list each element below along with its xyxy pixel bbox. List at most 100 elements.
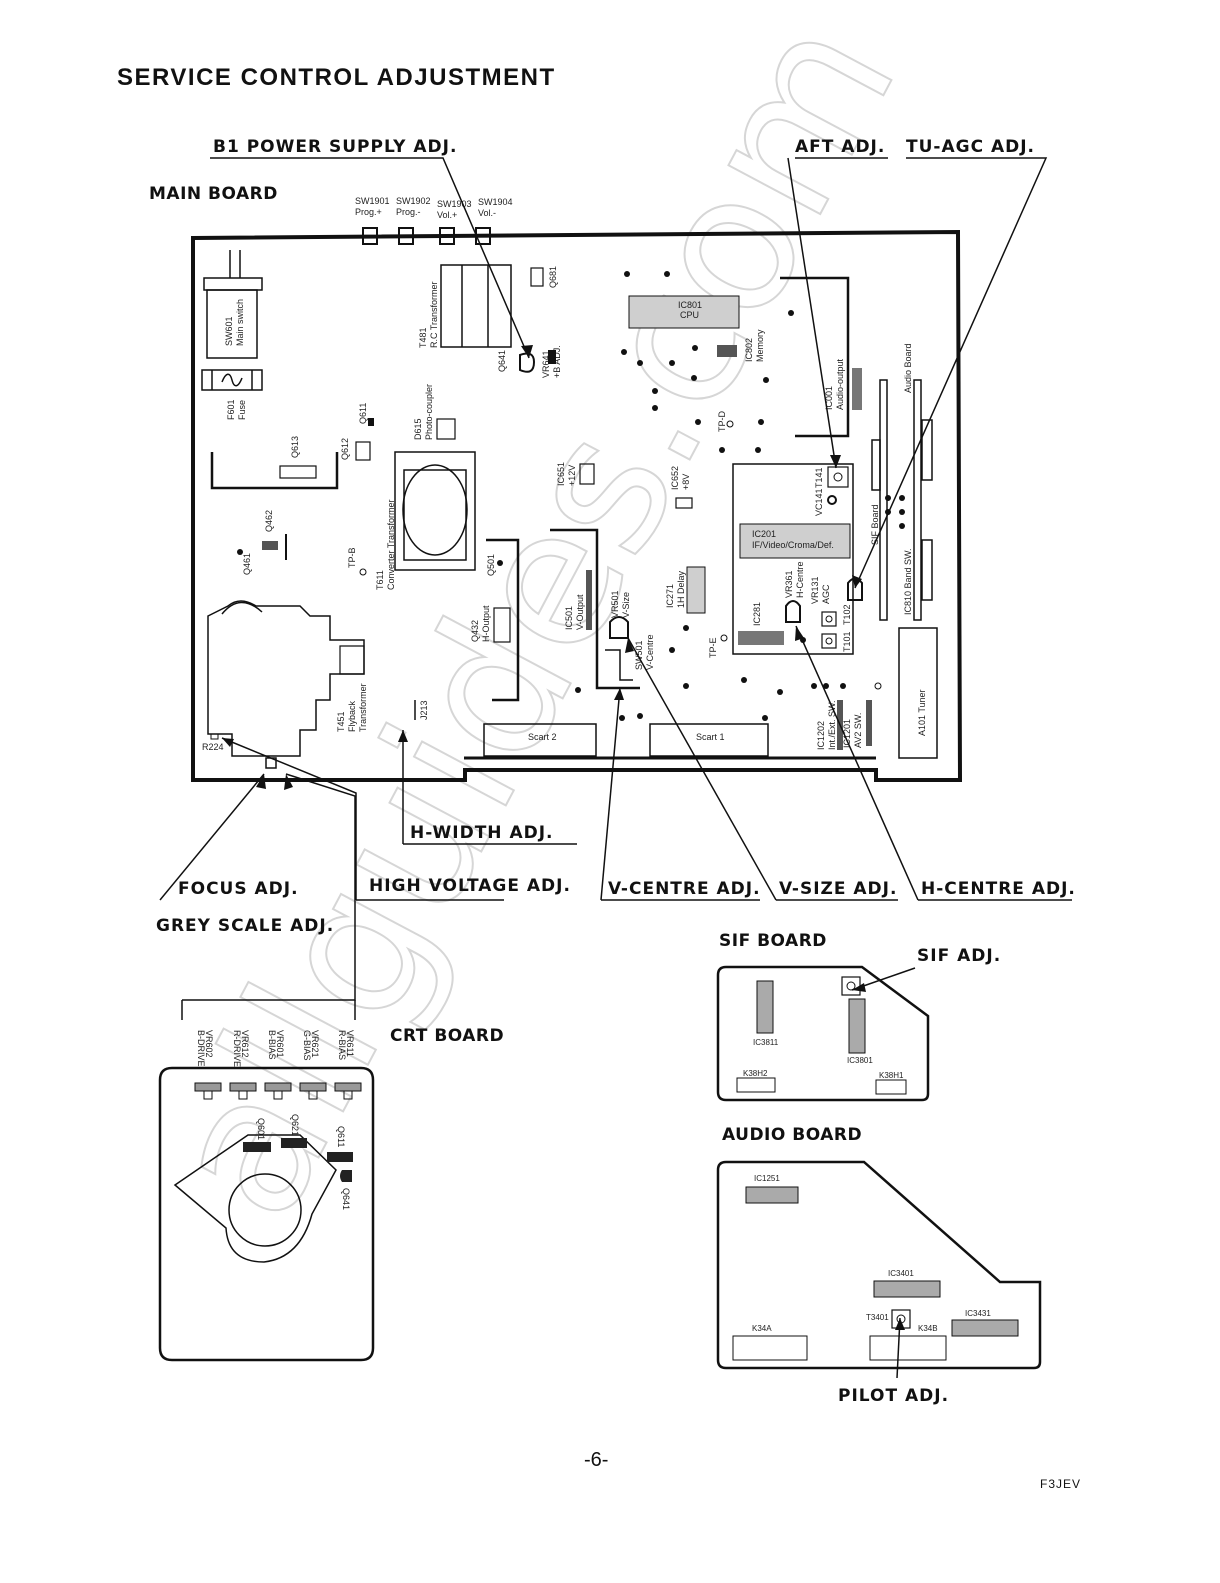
t141-label: T141 bbox=[814, 467, 824, 488]
d615-label: D615 bbox=[413, 418, 423, 440]
vr602-sub: B-DRIVE bbox=[196, 1030, 206, 1067]
sw601-sub: Main switch bbox=[235, 299, 245, 346]
q613-label: Q613 bbox=[290, 436, 300, 458]
h-width-adj-label: H-WIDTH ADJ. bbox=[410, 823, 554, 843]
ic3431-label: IC3431 bbox=[965, 1309, 991, 1318]
tpe-point bbox=[720, 634, 728, 642]
v-size-adj-label: V-SIZE ADJ. bbox=[779, 879, 897, 899]
d615-part bbox=[436, 418, 456, 440]
f601-label: F601 bbox=[226, 399, 236, 420]
crt-drive-pots bbox=[194, 1082, 362, 1100]
ic201-label: IC201 bbox=[752, 529, 776, 539]
focus-adj-label: FOCUS ADJ. bbox=[178, 879, 299, 899]
t451-sub2: Transformer bbox=[358, 683, 368, 732]
q681-label: Q681 bbox=[548, 266, 558, 288]
vr131-label: VR131 bbox=[810, 576, 820, 604]
q461-label: Q461 bbox=[242, 553, 252, 575]
t102-coil bbox=[821, 611, 837, 627]
tpd-label: TP-D bbox=[717, 411, 727, 432]
ic651-label: IC651 bbox=[556, 462, 566, 486]
k38h1-connector bbox=[875, 1079, 907, 1095]
ic271-part bbox=[686, 566, 706, 614]
q432-sub: H-Output bbox=[481, 605, 491, 642]
ic652-sub: +8V bbox=[681, 474, 691, 490]
vr601-sub: B-BIAS bbox=[267, 1030, 277, 1060]
tu-agc-adj-label: TU-AGC ADJ. bbox=[906, 137, 1035, 157]
ic651-part bbox=[579, 463, 595, 485]
scart2-connector bbox=[483, 723, 597, 757]
k34a-connector bbox=[732, 1335, 808, 1361]
vr602-label: VR602 bbox=[204, 1030, 214, 1058]
ic802-label: IC802 bbox=[744, 338, 754, 362]
q601-label: Q601 bbox=[256, 1118, 266, 1140]
t3401-label: T3401 bbox=[866, 1313, 889, 1322]
q432-heatsink bbox=[486, 538, 520, 702]
v-centre-adj-label: V-CENTRE ADJ. bbox=[608, 879, 761, 899]
q612-label: Q612 bbox=[340, 438, 350, 460]
q432-part bbox=[493, 607, 511, 643]
test-point-tuner bbox=[874, 682, 882, 690]
vr621-sub: G-BIAS bbox=[302, 1030, 312, 1061]
t101-coil bbox=[821, 633, 837, 649]
f601-sub: Fuse bbox=[237, 400, 247, 420]
t102-core bbox=[825, 615, 833, 623]
vr641-part bbox=[519, 352, 536, 373]
ic3801-part bbox=[848, 998, 866, 1054]
ic3811-label: IC3811 bbox=[753, 1038, 779, 1047]
crt-socket bbox=[173, 1134, 337, 1263]
t3401-core bbox=[896, 1314, 906, 1324]
sw501-part bbox=[605, 649, 633, 681]
ic1202-label: IC1202 bbox=[816, 721, 826, 750]
t611-label: T611 bbox=[375, 570, 385, 590]
ic001-sub: Audio-output bbox=[835, 358, 845, 410]
tpb-label: TP-B bbox=[347, 547, 357, 568]
sif-board-outline bbox=[716, 965, 930, 1102]
q601-part bbox=[243, 1142, 271, 1152]
vr641-sub: +B ADJ. bbox=[552, 345, 562, 378]
t481-sub: R.C Transformer bbox=[429, 281, 439, 348]
audio-board-outline bbox=[716, 1160, 1042, 1370]
ic201-sub: IF/Video/Croma/Def. bbox=[752, 540, 834, 550]
sw601-label: SW601 bbox=[224, 316, 234, 346]
t451-sub: Flyback bbox=[347, 700, 357, 732]
grey-scale-adj-label: GREY SCALE ADJ. bbox=[156, 916, 334, 936]
flyback-transformer bbox=[207, 600, 365, 757]
ic281-part bbox=[738, 631, 784, 645]
scart1-connector bbox=[649, 723, 769, 757]
ic501-sub: V-Output bbox=[575, 594, 585, 630]
h-centre-adj-label: H-CENTRE ADJ. bbox=[921, 879, 1076, 899]
ic802-sub: Memory bbox=[755, 329, 765, 362]
ic801-label: IC801 bbox=[678, 300, 702, 310]
front-switches bbox=[362, 227, 491, 245]
sw1904-sub: Vol.- bbox=[478, 208, 496, 218]
q621-label: Q621 bbox=[290, 1114, 300, 1136]
k34b-label: K34B bbox=[918, 1324, 938, 1333]
k38h1-label: K38H1 bbox=[879, 1071, 904, 1080]
r224-label: R224 bbox=[202, 742, 224, 752]
t3401-coil bbox=[891, 1309, 911, 1329]
sw1903-sub: Vol.+ bbox=[437, 210, 457, 220]
q611-label: Q611 bbox=[358, 403, 368, 424]
q641-label: Q641 bbox=[497, 350, 507, 372]
if-video-module bbox=[732, 463, 854, 655]
sw501-sub: V-Centre bbox=[645, 634, 655, 670]
q621-part bbox=[281, 1138, 307, 1148]
k38h2-label: K38H2 bbox=[743, 1069, 768, 1078]
ic501-heatsink bbox=[550, 528, 640, 690]
b1-power-adj-label: B1 POWER SUPPLY ADJ. bbox=[213, 137, 457, 157]
q611-crt-part bbox=[327, 1152, 353, 1162]
ic801-cpu bbox=[628, 295, 740, 329]
scart1-label: Scart 1 bbox=[696, 732, 725, 742]
tpb-point bbox=[359, 568, 367, 576]
t101-label: T101 bbox=[842, 631, 852, 652]
q432-label: Q432 bbox=[470, 620, 480, 642]
vr612-label: VR612 bbox=[240, 1030, 250, 1058]
ic281-label: IC281 bbox=[752, 602, 762, 626]
ic271-label: IC271 bbox=[665, 584, 675, 608]
k34a-label: K34A bbox=[752, 1324, 772, 1333]
t102-label: T102 bbox=[842, 604, 852, 625]
audio-board-title: AUDIO BOARD bbox=[722, 1125, 862, 1145]
j213-label: J213 bbox=[419, 700, 429, 720]
